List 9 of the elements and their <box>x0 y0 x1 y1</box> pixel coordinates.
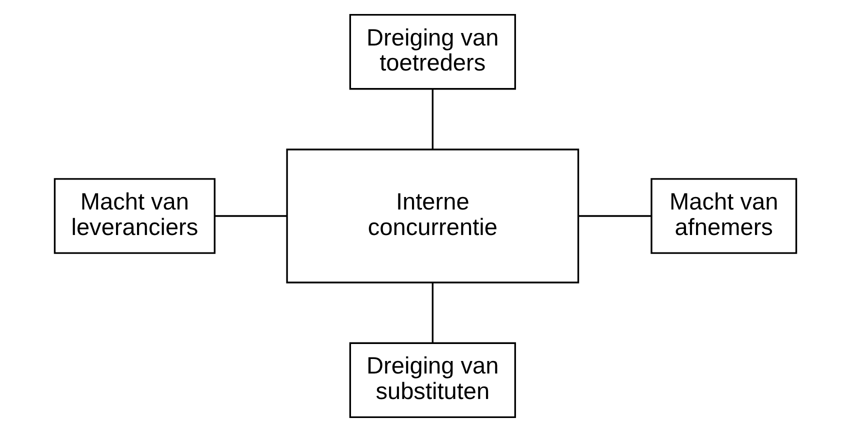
connector <box>214 215 286 217</box>
connector <box>431 282 433 343</box>
node-box: Macht van afnemers <box>650 178 797 254</box>
node-box: Dreiging van substituten <box>348 342 516 418</box>
connector <box>431 89 433 149</box>
connector <box>578 215 651 217</box>
node-box: Dreiging van toetreders <box>348 14 516 90</box>
node-box: Macht van leveranciers <box>53 178 215 254</box>
node-box: Interne concurrentie <box>286 148 579 284</box>
